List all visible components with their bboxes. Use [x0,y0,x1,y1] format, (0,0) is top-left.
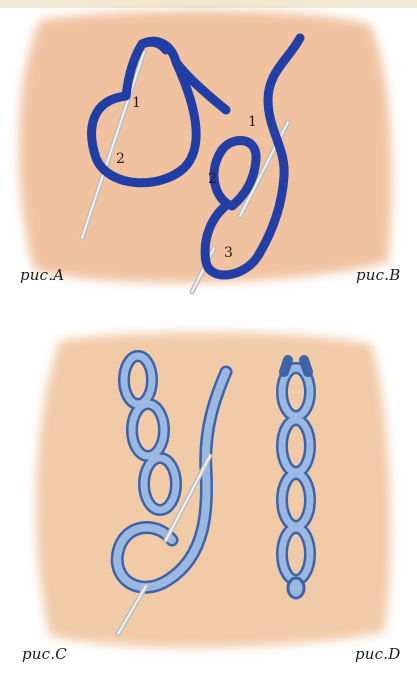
point-label-a2: 2 [116,152,125,166]
caption-fig-b: рис.B [356,266,400,284]
point-label-b1: 1 [248,115,257,129]
fabric-patch-bottom [36,332,391,648]
caption-fig-a: рис.A [20,266,64,284]
point-label-a1: 1 [132,96,141,110]
caption-fig-d: рис.D [355,645,400,663]
point-label-b3: 3 [224,246,233,260]
chain-d-end-stitch [288,578,304,598]
caption-fig-c: рис.C [22,645,67,663]
point-label-b2: 2 [208,172,217,186]
